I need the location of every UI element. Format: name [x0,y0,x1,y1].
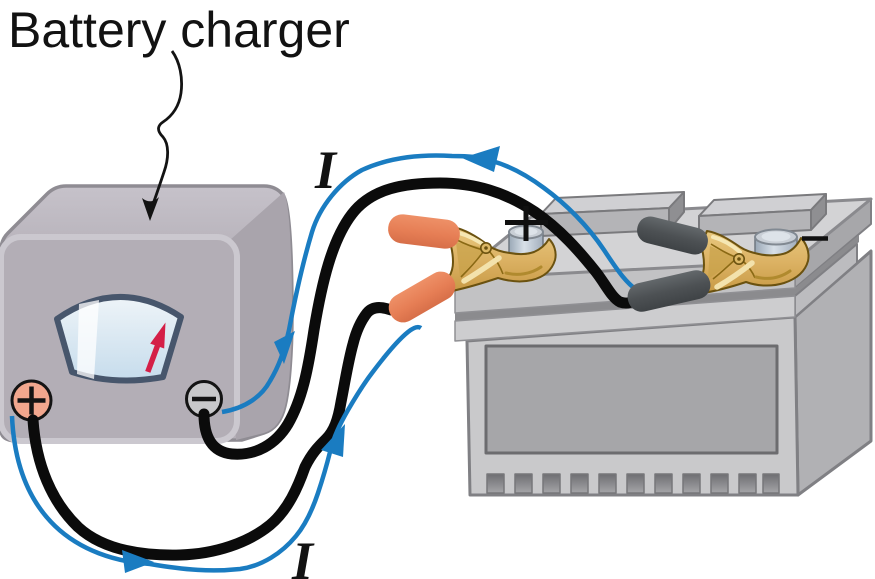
svg-text:I: I [291,531,315,579]
svg-text:I: I [314,140,338,200]
svg-text:Battery charger: Battery charger [8,2,350,58]
